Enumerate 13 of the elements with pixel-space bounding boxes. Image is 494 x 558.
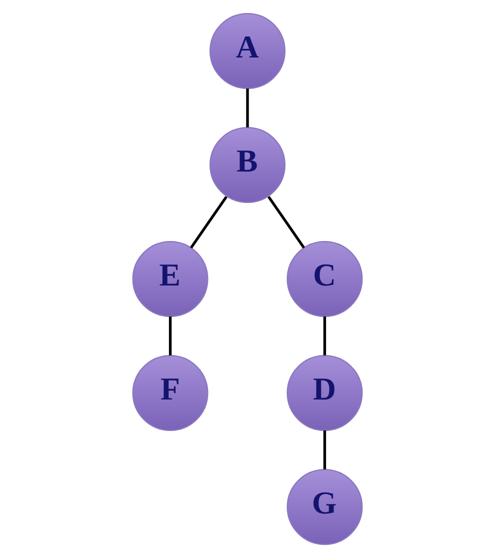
node-circle: E [132, 241, 208, 317]
node-circle: B [209, 127, 285, 203]
connector [246, 88, 248, 128]
connector [168, 316, 172, 356]
node-circle: A [209, 13, 285, 90]
node-circle: C [286, 241, 362, 317]
node-circle: D [286, 355, 362, 431]
connector [189, 196, 227, 248]
node-circle: F [132, 355, 208, 431]
connector [322, 430, 326, 470]
node-circle: G [286, 468, 362, 545]
connector [267, 196, 305, 248]
connector [322, 316, 326, 356]
